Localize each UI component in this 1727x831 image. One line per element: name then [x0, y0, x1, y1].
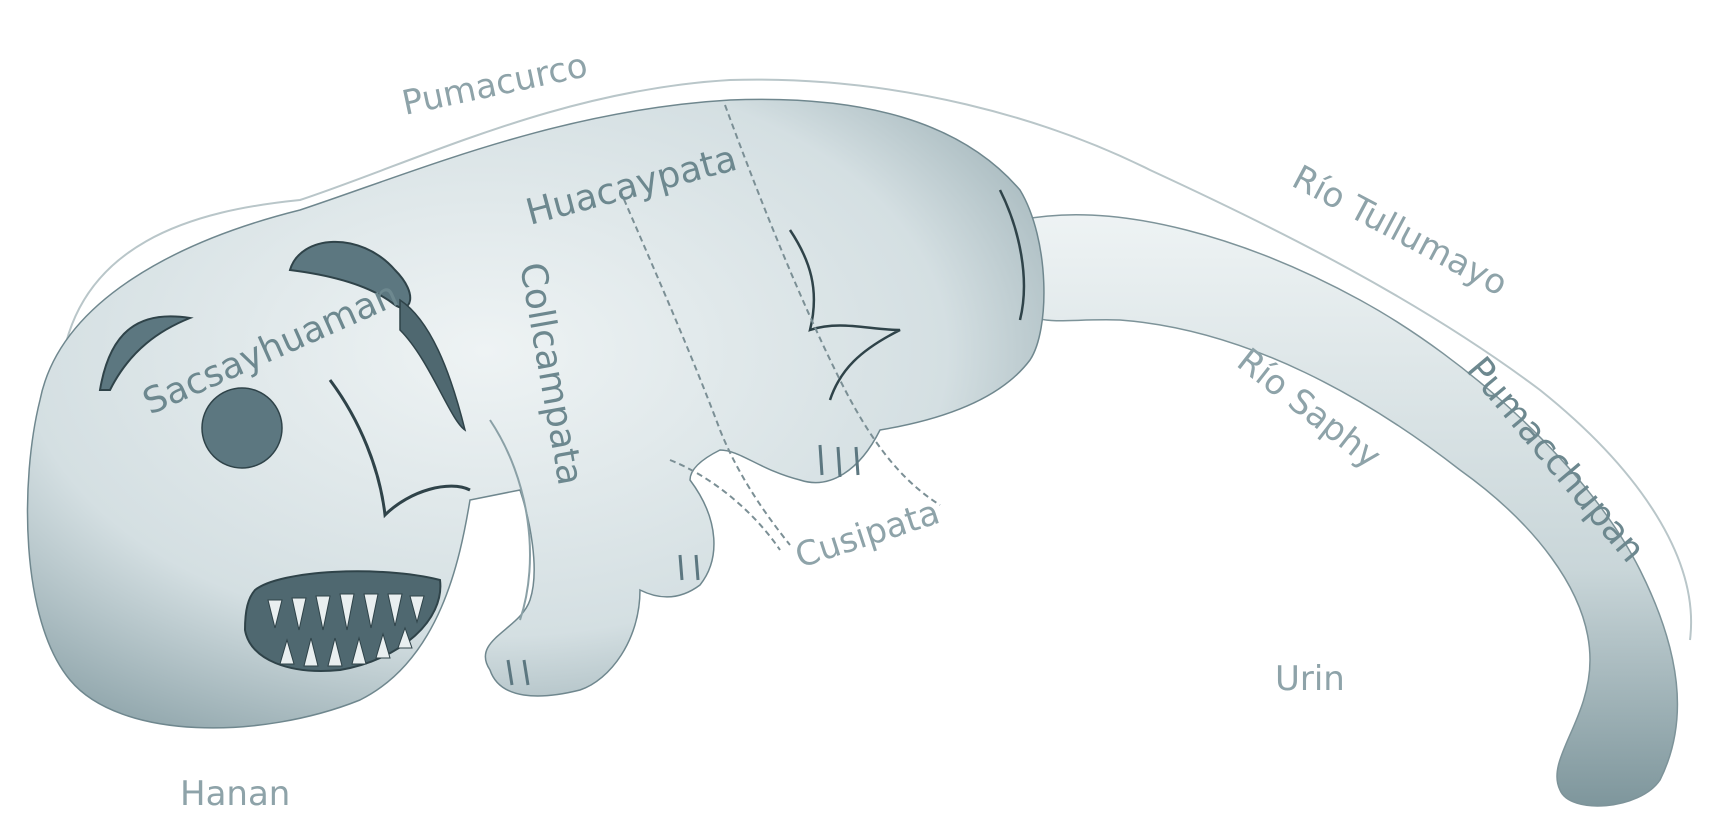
label-hanan: Hanan [180, 774, 290, 814]
label-urin: Urin [1275, 659, 1345, 699]
label-cusipata: Cusipata [790, 492, 944, 576]
puma-eye [202, 388, 282, 468]
label-pumacurco: Pumacurco [399, 46, 592, 124]
